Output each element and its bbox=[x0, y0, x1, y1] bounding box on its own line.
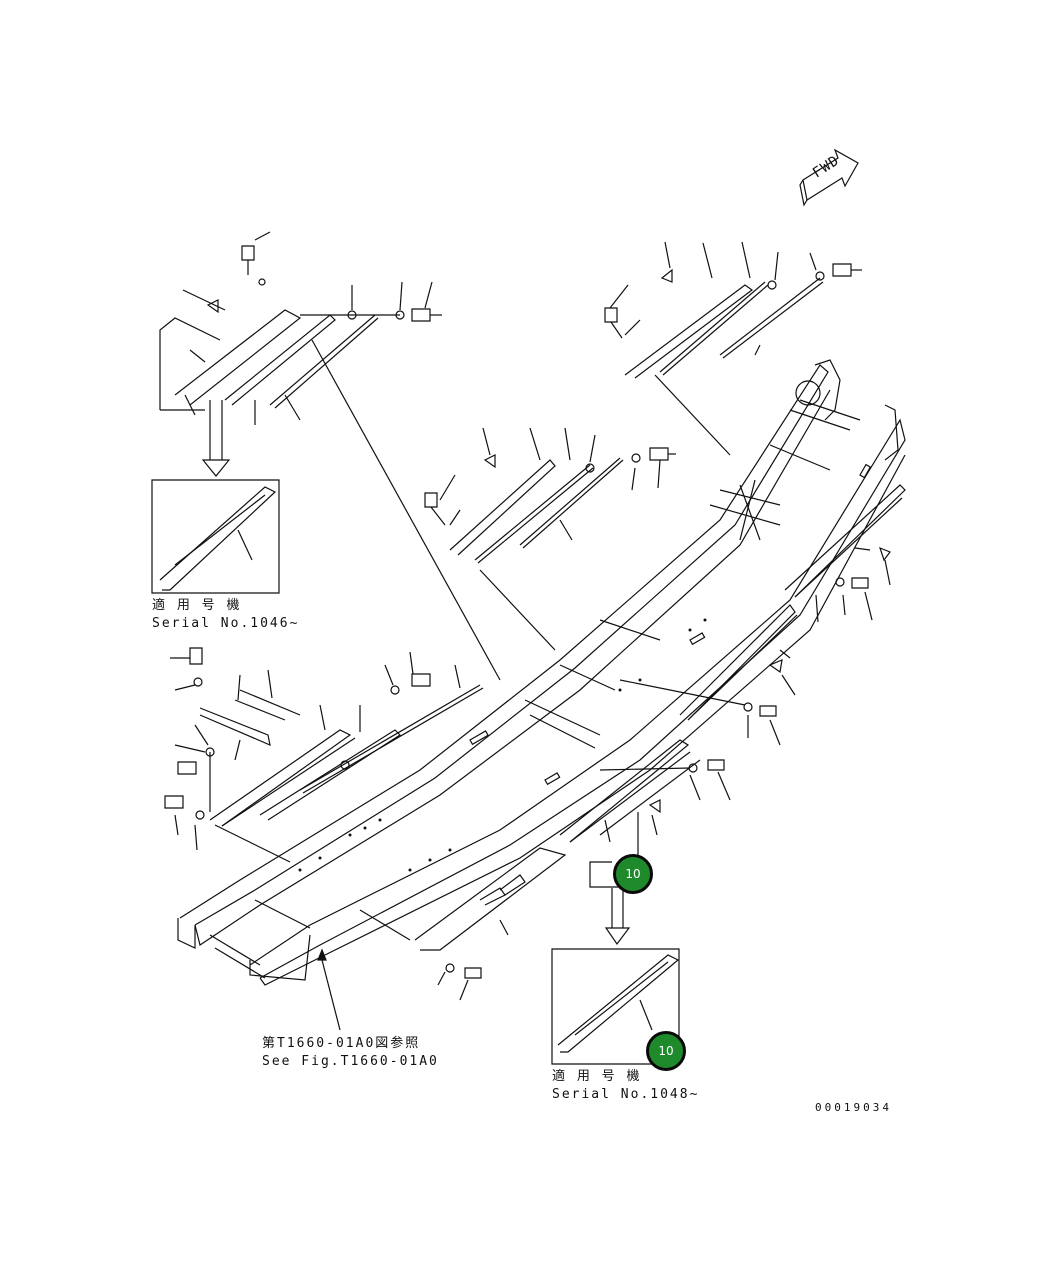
reference-jp-label: 第T1660-01A0図参照 bbox=[262, 1036, 421, 1051]
upper-right-cover-group bbox=[605, 242, 862, 455]
callout-part-10-inset[interactable]: 10 bbox=[646, 1031, 686, 1071]
reference-en-label: See Fig.T1660-01A0 bbox=[262, 1054, 439, 1069]
forward-arrow-icon bbox=[800, 150, 858, 205]
main-frame bbox=[178, 360, 905, 985]
right-side-cover-group bbox=[620, 485, 905, 745]
upper-left-cover-group bbox=[160, 232, 500, 680]
drawing-number: 00019034 bbox=[815, 1101, 892, 1114]
right-frame-rail-lower bbox=[260, 455, 905, 985]
inset-right-serial-caption: Serial No.1048~ bbox=[552, 1087, 700, 1102]
front-end bbox=[815, 360, 840, 420]
lower-left-cover-group bbox=[165, 648, 483, 862]
inset-left-serial-caption: Serial No.1046~ bbox=[152, 616, 300, 631]
rear-end bbox=[178, 918, 195, 948]
down-arrow-left bbox=[203, 400, 229, 476]
inset-left-jp-caption: 適 用 号 機 bbox=[152, 598, 242, 613]
inset-box-left bbox=[152, 480, 279, 593]
crossmembers bbox=[210, 400, 860, 978]
left-frame-rail-lower bbox=[195, 390, 830, 945]
callout-part-10[interactable]: 10 bbox=[613, 854, 653, 894]
lower-center-pieces bbox=[360, 848, 565, 1000]
down-arrow-right bbox=[606, 888, 629, 944]
inset-right-jp-caption: 適 用 号 機 bbox=[552, 1069, 642, 1084]
reference-arrow bbox=[318, 950, 340, 1030]
middle-cover-group bbox=[425, 428, 676, 650]
lower-right-cover-group bbox=[560, 740, 730, 887]
inset-box-right bbox=[552, 949, 679, 1064]
frame-holes bbox=[298, 618, 707, 872]
right-frame-rail bbox=[250, 420, 905, 978]
left-frame-rail bbox=[180, 365, 828, 925]
frame-slots bbox=[470, 465, 870, 785]
